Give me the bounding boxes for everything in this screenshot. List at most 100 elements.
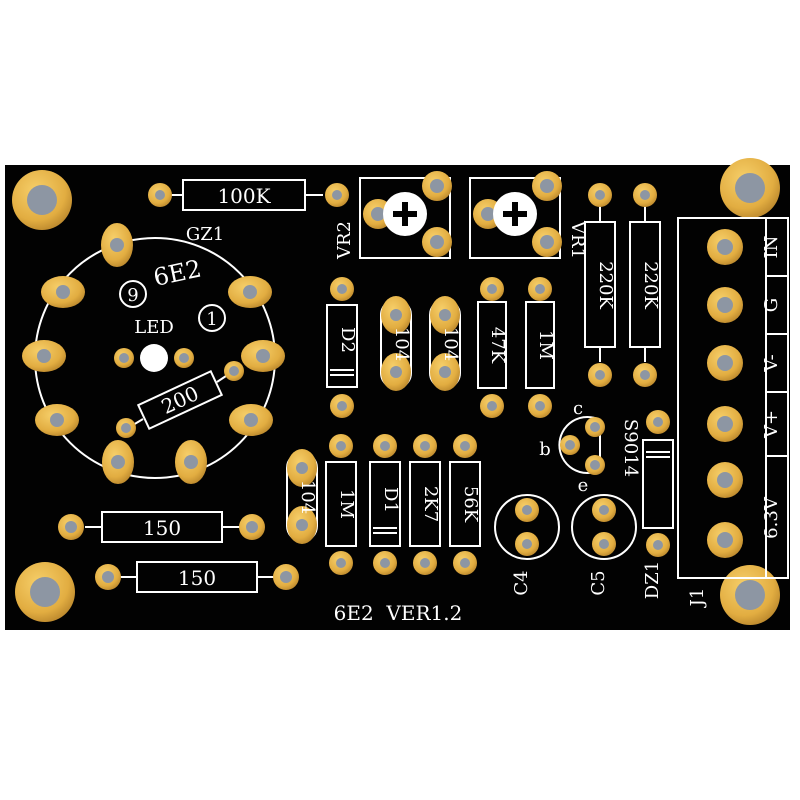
- solder-pads: [22, 171, 743, 590]
- label-c4: C4: [511, 570, 532, 595]
- mounting-hole: [12, 170, 72, 230]
- label-1m-top: 1M: [535, 330, 556, 360]
- tube-socket-pad: [101, 223, 133, 267]
- led-hole: [140, 344, 168, 372]
- label-104-b: 104: [440, 327, 461, 361]
- tube-socket-pad: [241, 340, 285, 372]
- connector-pad: [707, 462, 743, 498]
- pad-220ka-b: [588, 363, 612, 387]
- pad-c5-b: [592, 532, 616, 556]
- label-104-a: 104: [391, 327, 412, 361]
- pad-220kb-a: [633, 183, 657, 207]
- tube-socket-pad: [229, 404, 273, 436]
- resistor-body-2k7: [409, 461, 441, 547]
- pad-200-a: [116, 418, 136, 438]
- pad-100k-a: [148, 183, 172, 207]
- resistor-body-56k: [449, 461, 481, 547]
- pad-2k7-b: [413, 551, 437, 575]
- pad-150a-b: [239, 514, 265, 540]
- mounting-hole: [720, 565, 780, 625]
- zener-body-dz1: [642, 439, 674, 529]
- tube-socket-pad: [41, 276, 85, 308]
- label-vr1: VR1: [567, 220, 588, 259]
- pad-dz1-b: [646, 533, 670, 557]
- pad-220ka-a: [588, 183, 612, 207]
- pad-vr2-3: [422, 227, 452, 257]
- mounting-hole: [15, 562, 75, 622]
- tube-socket-pad: [35, 404, 79, 436]
- connector-label-v-minus: V-: [761, 354, 782, 372]
- pad-d2-b: [330, 394, 354, 418]
- tube-socket-pad: [175, 440, 207, 484]
- connector-label-in: IN: [761, 236, 782, 259]
- pad-d2-a: [330, 277, 354, 301]
- transistor-outline: [558, 416, 601, 474]
- connector-pad: [707, 522, 743, 558]
- label-s9014: S9014: [620, 419, 641, 477]
- pad-104b-b: [430, 353, 460, 391]
- label-2k7: 2K7: [420, 486, 441, 522]
- connector-label-v-plus: V+: [761, 410, 782, 439]
- label-gz1: GZ1: [186, 224, 224, 245]
- pad-q-b: [560, 435, 580, 455]
- pad-1m-a: [528, 277, 552, 301]
- pad-104b-a: [430, 296, 460, 334]
- mounting-holes: [12, 158, 780, 625]
- label-104-c: 104: [297, 480, 318, 514]
- pad-vr1-3: [532, 227, 562, 257]
- label-c5: C5: [588, 570, 609, 595]
- pad-200-b: [224, 361, 244, 381]
- pot-adjusters: [383, 192, 537, 236]
- pot-cross-vr2: [393, 202, 417, 226]
- mounting-hole: [720, 158, 780, 218]
- pad-d1-b: [373, 551, 397, 575]
- diode-body-d1: [369, 461, 401, 547]
- pad-56k-a: [453, 434, 477, 458]
- label-vr2: VR2: [334, 221, 355, 260]
- connector-label-g: G: [761, 298, 782, 312]
- label-1m-bottom: 1M: [336, 489, 357, 519]
- pad-150a-a: [58, 514, 84, 540]
- label-56k: 56K: [460, 486, 481, 523]
- diode-body-d2: [326, 304, 358, 388]
- tube-socket-pad: [228, 276, 272, 308]
- pad-q-c: [585, 417, 605, 437]
- tube-socket-pad: [102, 440, 134, 484]
- pad-47k-a: [480, 277, 504, 301]
- resistor-body-1m-top: [525, 301, 555, 389]
- pad-47k-b: [480, 394, 504, 418]
- label-100k: 100K: [217, 184, 271, 208]
- pin-9-marker: [119, 280, 147, 308]
- tube-socket-pad: [22, 340, 66, 372]
- pad-104c-b: [287, 506, 317, 544]
- resistor-body-47k: [477, 301, 507, 389]
- pad-104a-b: [381, 353, 411, 391]
- pad-dz1-a: [646, 410, 670, 434]
- label-pin-1: 1: [206, 309, 217, 330]
- label-dz1: DZ1: [642, 561, 663, 599]
- label-pin-9: 9: [127, 285, 138, 306]
- pad-led-b: [174, 348, 194, 368]
- cap-outline-c5: [571, 494, 637, 560]
- pad-150b-b: [273, 564, 299, 590]
- connector-pad: [707, 345, 743, 381]
- pad-1mb-a: [329, 434, 353, 458]
- connector-outline: [677, 217, 789, 579]
- connector-pad: [707, 229, 743, 265]
- pad-vr2-1: [422, 171, 452, 201]
- pot-outline-vr1: [469, 177, 561, 259]
- pad-vr1-1: [532, 171, 562, 201]
- label-pin-c: c: [573, 398, 583, 419]
- label-47k: 47K: [487, 327, 508, 364]
- resistor-body-200: [136, 369, 224, 431]
- pad-1mb-b: [329, 551, 353, 575]
- pad-220kb-b: [633, 363, 657, 387]
- resistor-body-1m-bottom: [325, 461, 357, 547]
- cap-outline-c4: [494, 494, 560, 560]
- pot-outline-vr2: [359, 177, 451, 259]
- pad-c5-a: [592, 498, 616, 522]
- pad-c4-b: [515, 532, 539, 556]
- label-d2: D2: [337, 327, 358, 353]
- pad-104a-a: [381, 296, 411, 334]
